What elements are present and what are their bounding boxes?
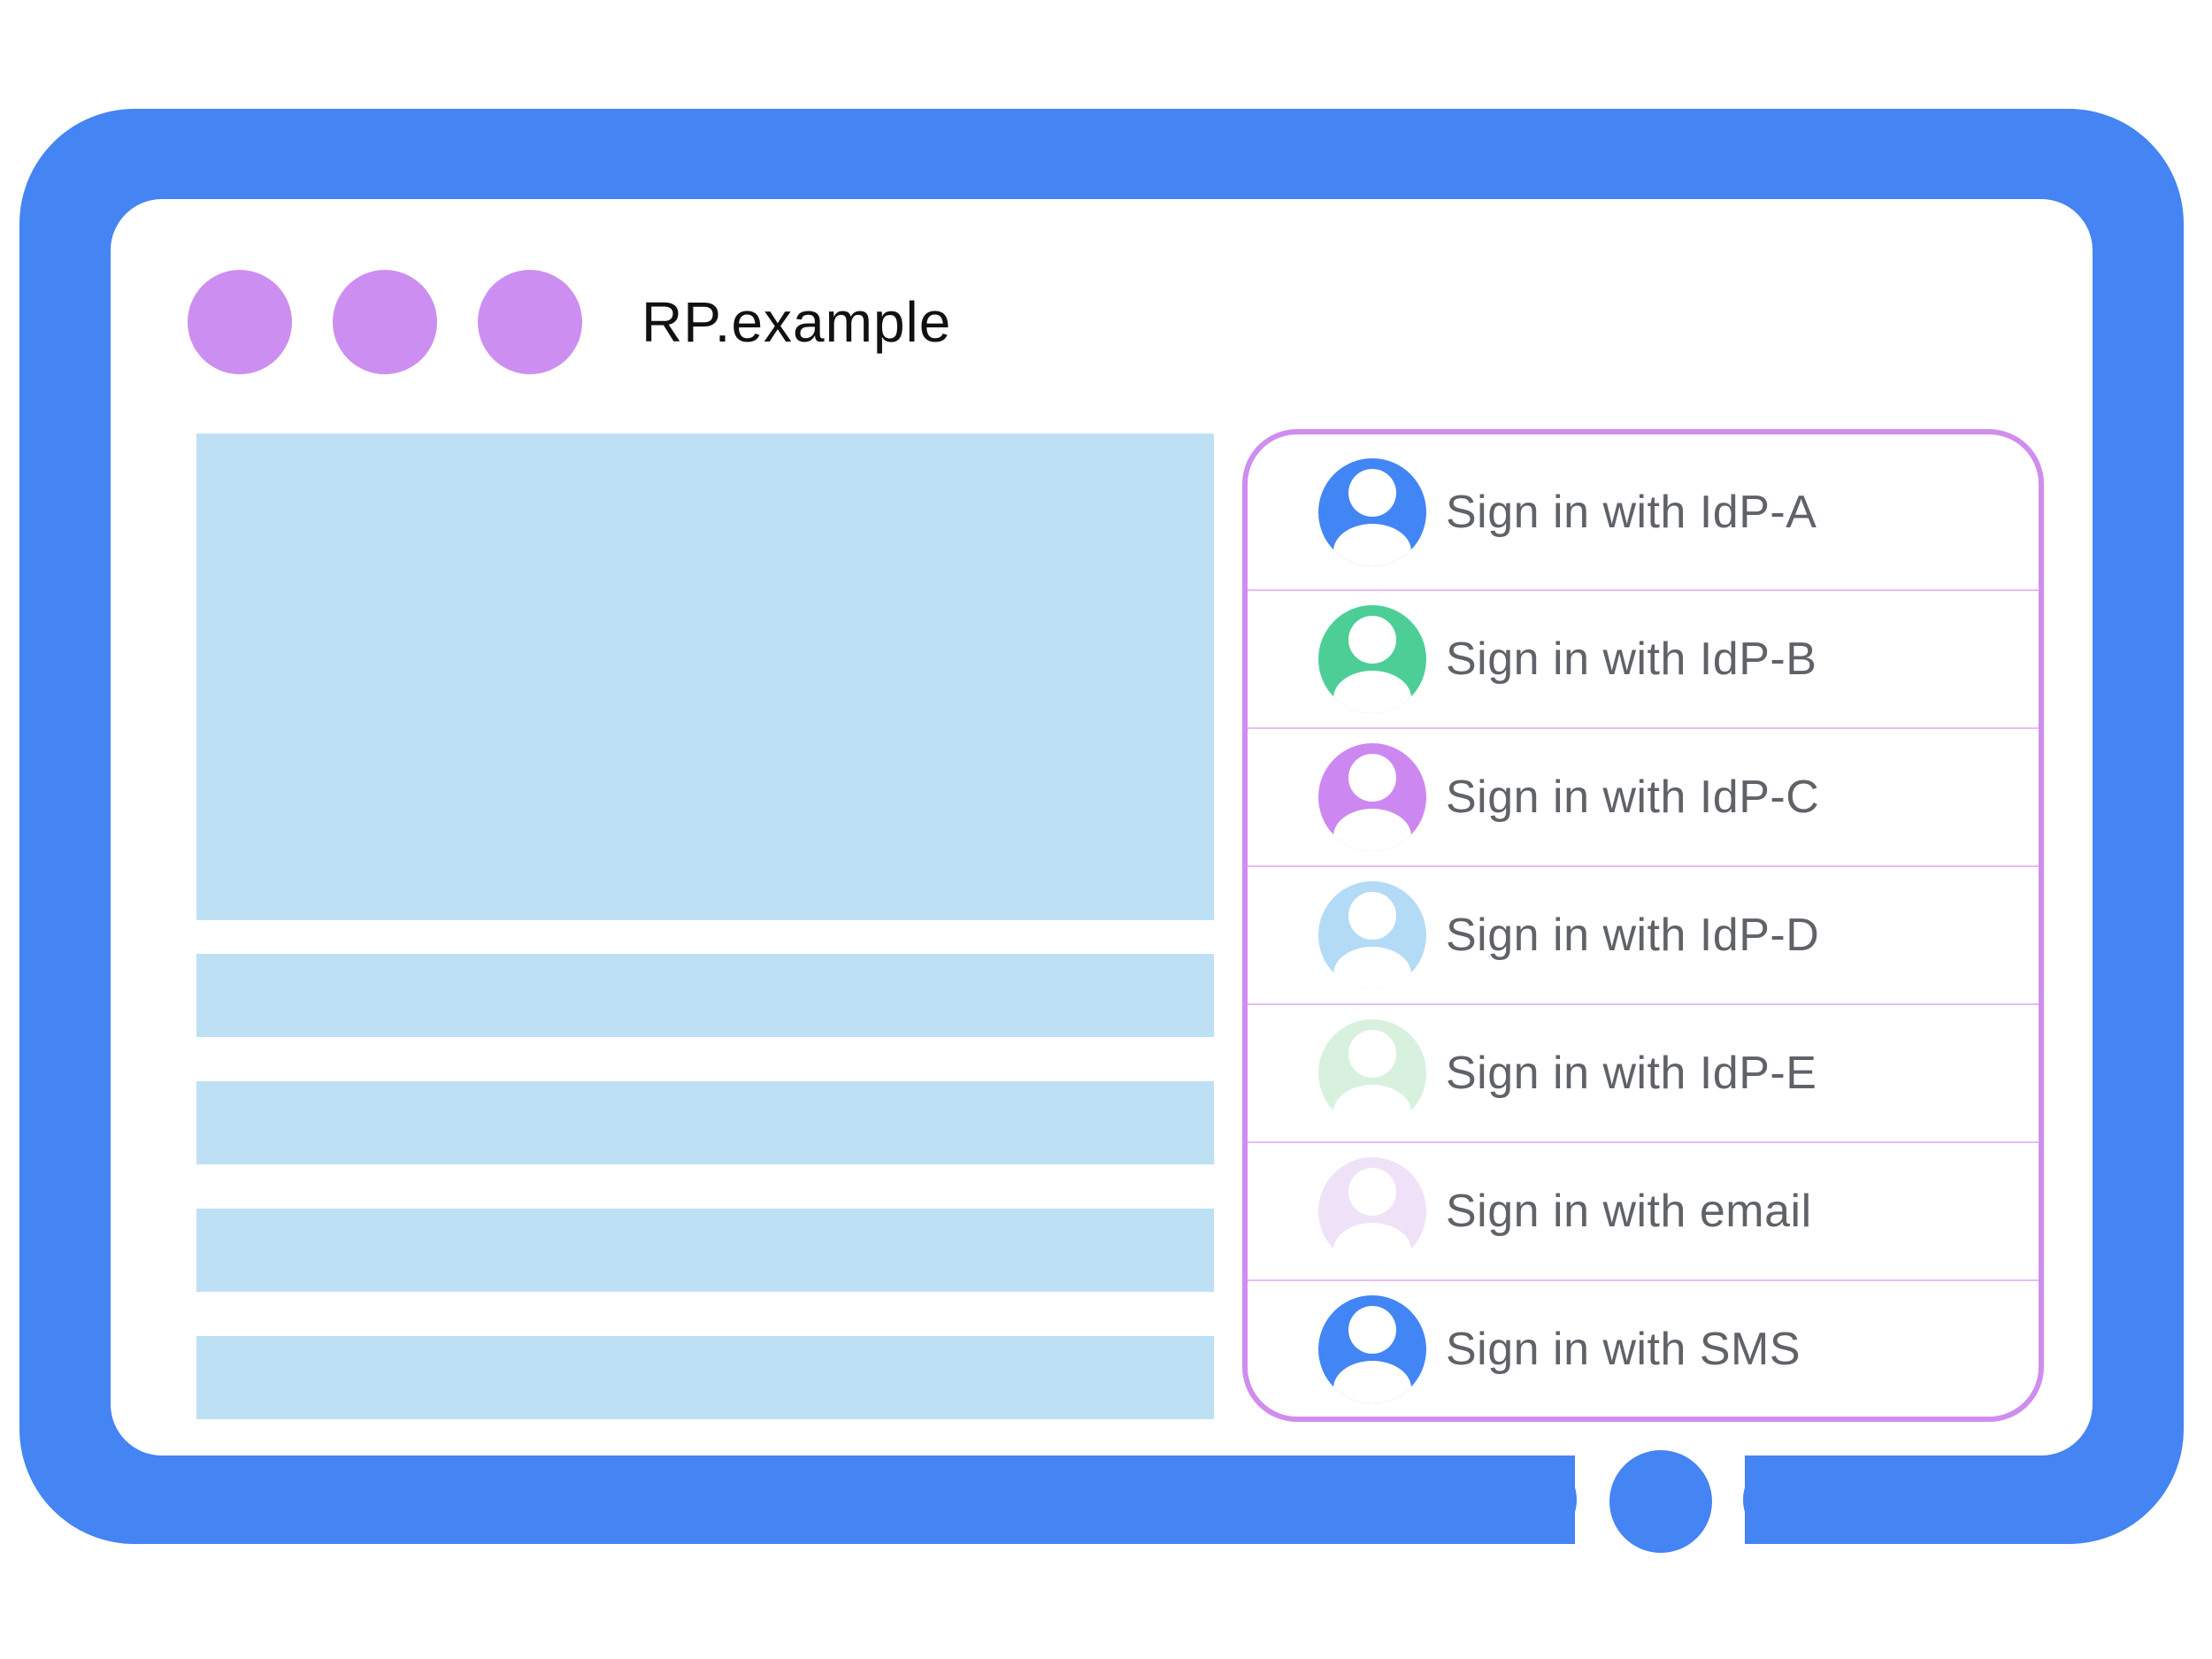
window-control-dot-1[interactable]	[188, 270, 292, 374]
signin-option-idp-a[interactable]: Sign in with IdP-A	[1248, 434, 2039, 589]
user-avatar-icon	[1318, 1019, 1426, 1127]
avatar-shoulders	[1333, 523, 1411, 566]
signin-option-idp-b[interactable]: Sign in with IdP-B	[1248, 589, 2039, 727]
home-button[interactable]	[1609, 1450, 1712, 1553]
content-placeholder-bar	[196, 1209, 1214, 1292]
avatar-shoulders	[1333, 671, 1411, 713]
signin-option-label: Sign in with IdP-E	[1446, 1048, 1817, 1099]
content-placeholder-hero	[196, 434, 1214, 920]
window-control-dot-3[interactable]	[478, 270, 582, 374]
signin-option-label: Sign in with IdP-C	[1446, 772, 1820, 823]
avatar-head	[1348, 1305, 1396, 1354]
page-title: RP.example	[641, 290, 952, 354]
signin-option-label: Sign in with email	[1446, 1186, 1812, 1237]
frame-bottom-left-cap	[1485, 1455, 1577, 1544]
avatar-shoulders	[1333, 809, 1411, 851]
signin-option-label: Sign in with IdP-A	[1446, 486, 1817, 538]
signin-option-idp-e[interactable]: Sign in with IdP-E	[1248, 1003, 2039, 1141]
user-avatar-icon	[1318, 1157, 1426, 1265]
content-placeholder-bar	[196, 1336, 1214, 1419]
signin-dialog: Sign in with IdP-A Sign in with IdP-B Si…	[1242, 429, 2044, 1422]
avatar-shoulders	[1333, 1085, 1411, 1127]
avatar-head	[1348, 1030, 1396, 1078]
frame-bottom-right-cap	[1743, 1455, 1835, 1544]
signin-option-sms[interactable]: Sign in with SMS	[1248, 1279, 2039, 1417]
window-control-dot-2[interactable]	[333, 270, 437, 374]
content-placeholder-bar	[196, 954, 1214, 1037]
avatar-head	[1348, 468, 1396, 517]
avatar-head	[1348, 754, 1396, 802]
avatar-head	[1348, 1168, 1396, 1216]
avatar-shoulders	[1333, 1223, 1411, 1265]
signin-option-idp-d[interactable]: Sign in with IdP-D	[1248, 865, 2039, 1003]
user-avatar-icon	[1318, 743, 1426, 851]
user-avatar-icon	[1318, 881, 1426, 989]
content-placeholder-bar	[196, 1081, 1214, 1164]
signin-option-label: Sign in with SMS	[1446, 1323, 1801, 1375]
user-avatar-icon	[1318, 457, 1426, 566]
user-avatar-icon	[1318, 1294, 1426, 1403]
user-avatar-icon	[1318, 605, 1426, 713]
avatar-shoulders	[1333, 947, 1411, 989]
signin-option-idp-c[interactable]: Sign in with IdP-C	[1248, 727, 2039, 865]
avatar-head	[1348, 616, 1396, 664]
avatar-shoulders	[1333, 1360, 1411, 1403]
signin-option-label: Sign in with IdP-B	[1446, 634, 1817, 685]
signin-option-label: Sign in with IdP-D	[1446, 910, 1820, 961]
avatar-head	[1348, 892, 1396, 940]
signin-option-email[interactable]: Sign in with email	[1248, 1141, 2039, 1279]
